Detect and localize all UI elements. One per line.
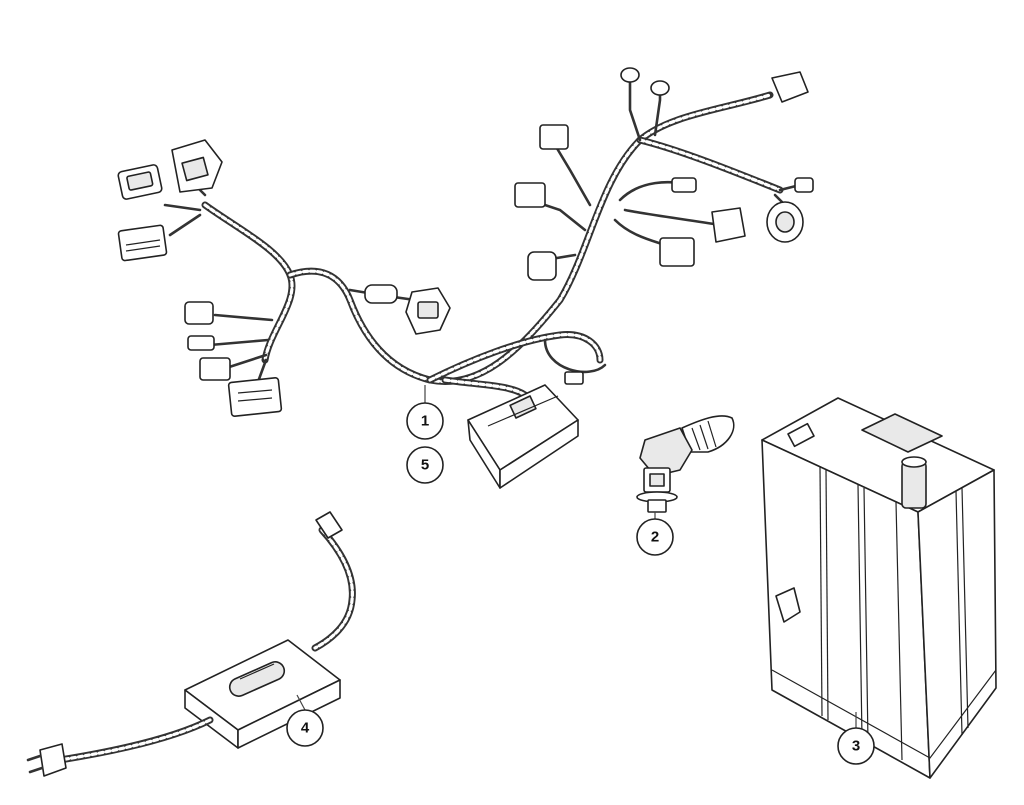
battery-icon — [761, 397, 997, 779]
callout-4: 4 — [286, 709, 324, 747]
callout-3-label: 3 — [852, 738, 860, 755]
callout-2-label: 2 — [651, 529, 659, 546]
callout-1: 1 — [406, 402, 444, 440]
battery-charger-icon — [26, 511, 356, 777]
callout-1-label: 1 — [421, 413, 429, 430]
sensor-connector-icon — [636, 415, 735, 513]
callout-3: 3 — [837, 727, 875, 765]
callout-4-label: 4 — [301, 720, 310, 737]
wiring-harness-icon — [117, 67, 814, 489]
leader-line-4 — [296, 694, 306, 711]
callout-2: 2 — [636, 518, 674, 556]
callout-5-label: 5 — [421, 457, 429, 474]
callout-5: 5 — [406, 446, 444, 484]
